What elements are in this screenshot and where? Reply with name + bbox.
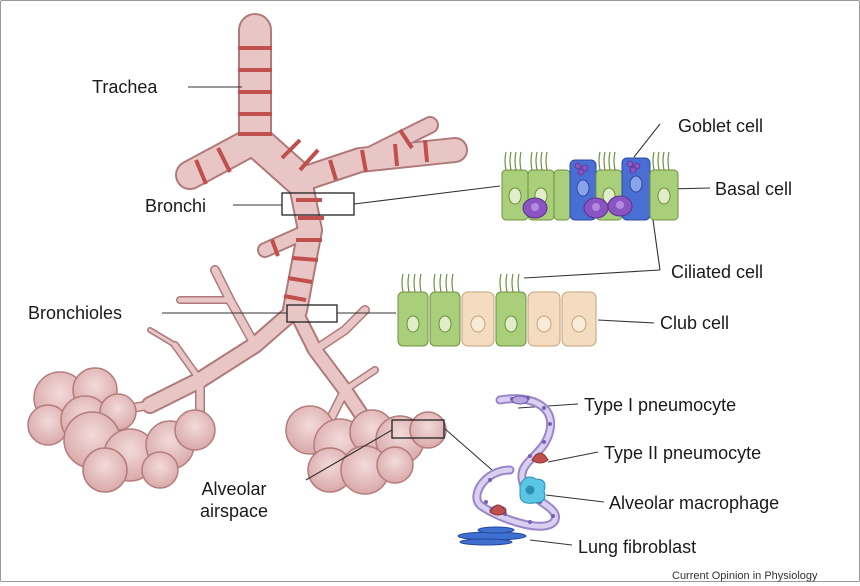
alveoli-right: [286, 406, 446, 494]
bronchiole-cilia: [402, 274, 519, 292]
credit-line: Current Opinion in Physiology: [672, 566, 818, 586]
label-goblet-cell: Goblet cell: [678, 116, 763, 136]
label-bronchioles: Bronchioles: [28, 303, 122, 323]
label-lung-fibroblast: Lung fibroblast: [578, 537, 696, 557]
label-basal-cell: Basal cell: [715, 179, 792, 199]
macrophage-cell: [520, 477, 545, 503]
fibroblast-cells: [458, 527, 526, 545]
label-club-cell: Club cell: [660, 313, 729, 333]
bronchiole-epithelium: [398, 292, 596, 346]
label-ciliated-cell: Ciliated cell: [671, 262, 763, 282]
label-alveolar-airspace: Alveolar airspace: [200, 478, 268, 522]
label-type1-pneumocyte: Type I pneumocyte: [584, 395, 736, 415]
label-type2-pneumocyte: Type II pneumocyte: [604, 443, 761, 463]
label-trachea: Trachea: [92, 77, 157, 97]
airway-tree: [120, 30, 455, 420]
label-alveolar-macrophage: Alveolar macrophage: [609, 493, 779, 513]
label-bronchi: Bronchi: [145, 196, 206, 216]
